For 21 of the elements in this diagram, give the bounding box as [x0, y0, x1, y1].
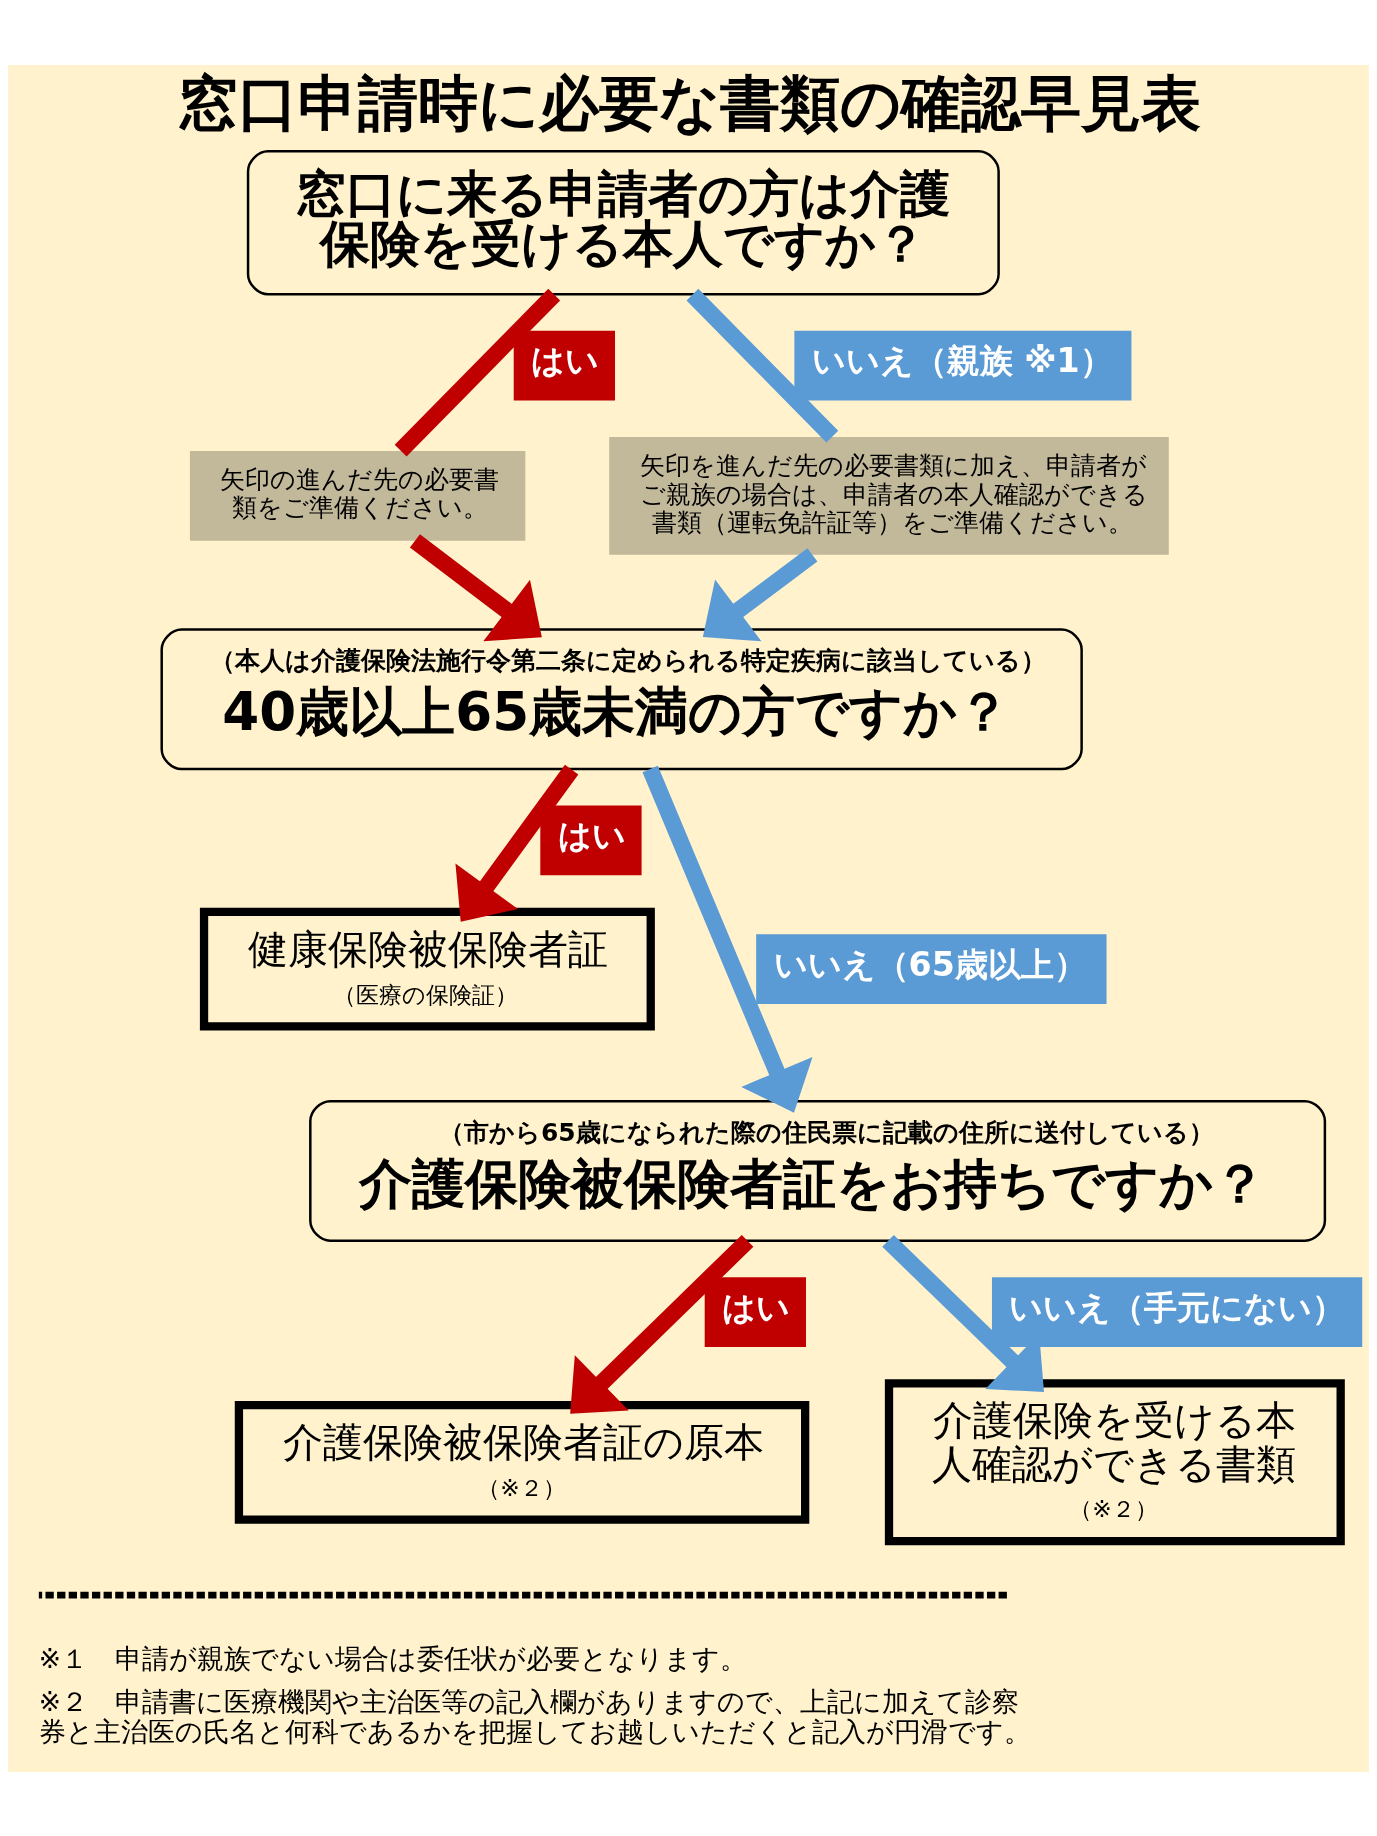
node-box: 健康保険被保険者証 （医療の保険証）	[199, 907, 655, 1031]
node-box: 矢印を進んだ先の必要書類に加え、申請者がご親族の場合は、申請者の本人確認ができる書類（運転免許証等）をご準備ください。	[609, 436, 1169, 555]
label: ※１ 申請が親族でない場合は委任状が必要となります。	[38, 1642, 748, 1674]
node-box: （市から65歳になられた際の住民票に記載の住所に送付している） 介護保険被保険者証をお持ちですか？	[309, 1099, 1327, 1242]
edge-label: いいえ（親族 ※1）	[811, 340, 1113, 380]
edge-label: いいえ（65歳以上）	[773, 944, 1087, 984]
arrow	[702, 547, 818, 641]
diagram-title: 窓口申請時に必要な書類の確認早見表	[177, 68, 1201, 138]
arrow	[882, 1234, 1044, 1392]
node-box: 介護保険を受ける本人確認ができる書類 （※２）	[884, 1378, 1345, 1545]
label: ※２ 申請書に医療機関や主治医等の記入欄がありますので、上記に加えて診察券と主治医の氏名と何科であるかを把握してお越しいただくと記入が円滑です。	[38, 1685, 1031, 1747]
arrow	[409, 533, 542, 641]
edge-label: はい	[557, 815, 626, 855]
edge-label: はい	[531, 340, 600, 380]
node-box: 矢印の進んだ先の必要書類をご準備ください。	[189, 450, 526, 541]
connector	[686, 288, 839, 442]
edge-label: いいえ（手元にない）	[1009, 1287, 1346, 1327]
node-box: 窓口に来る申請者の方は介護保険を受ける本人ですか？	[246, 149, 1000, 295]
edge-label: はい	[722, 1287, 791, 1327]
node-box: 介護保険被保険者証の原本 （※２）	[234, 1400, 810, 1524]
node-box: （本人は介護保険法施行令第二条に定められる特定疾病に該当している） 40歳以上65歳未満の方ですか？	[160, 627, 1083, 770]
